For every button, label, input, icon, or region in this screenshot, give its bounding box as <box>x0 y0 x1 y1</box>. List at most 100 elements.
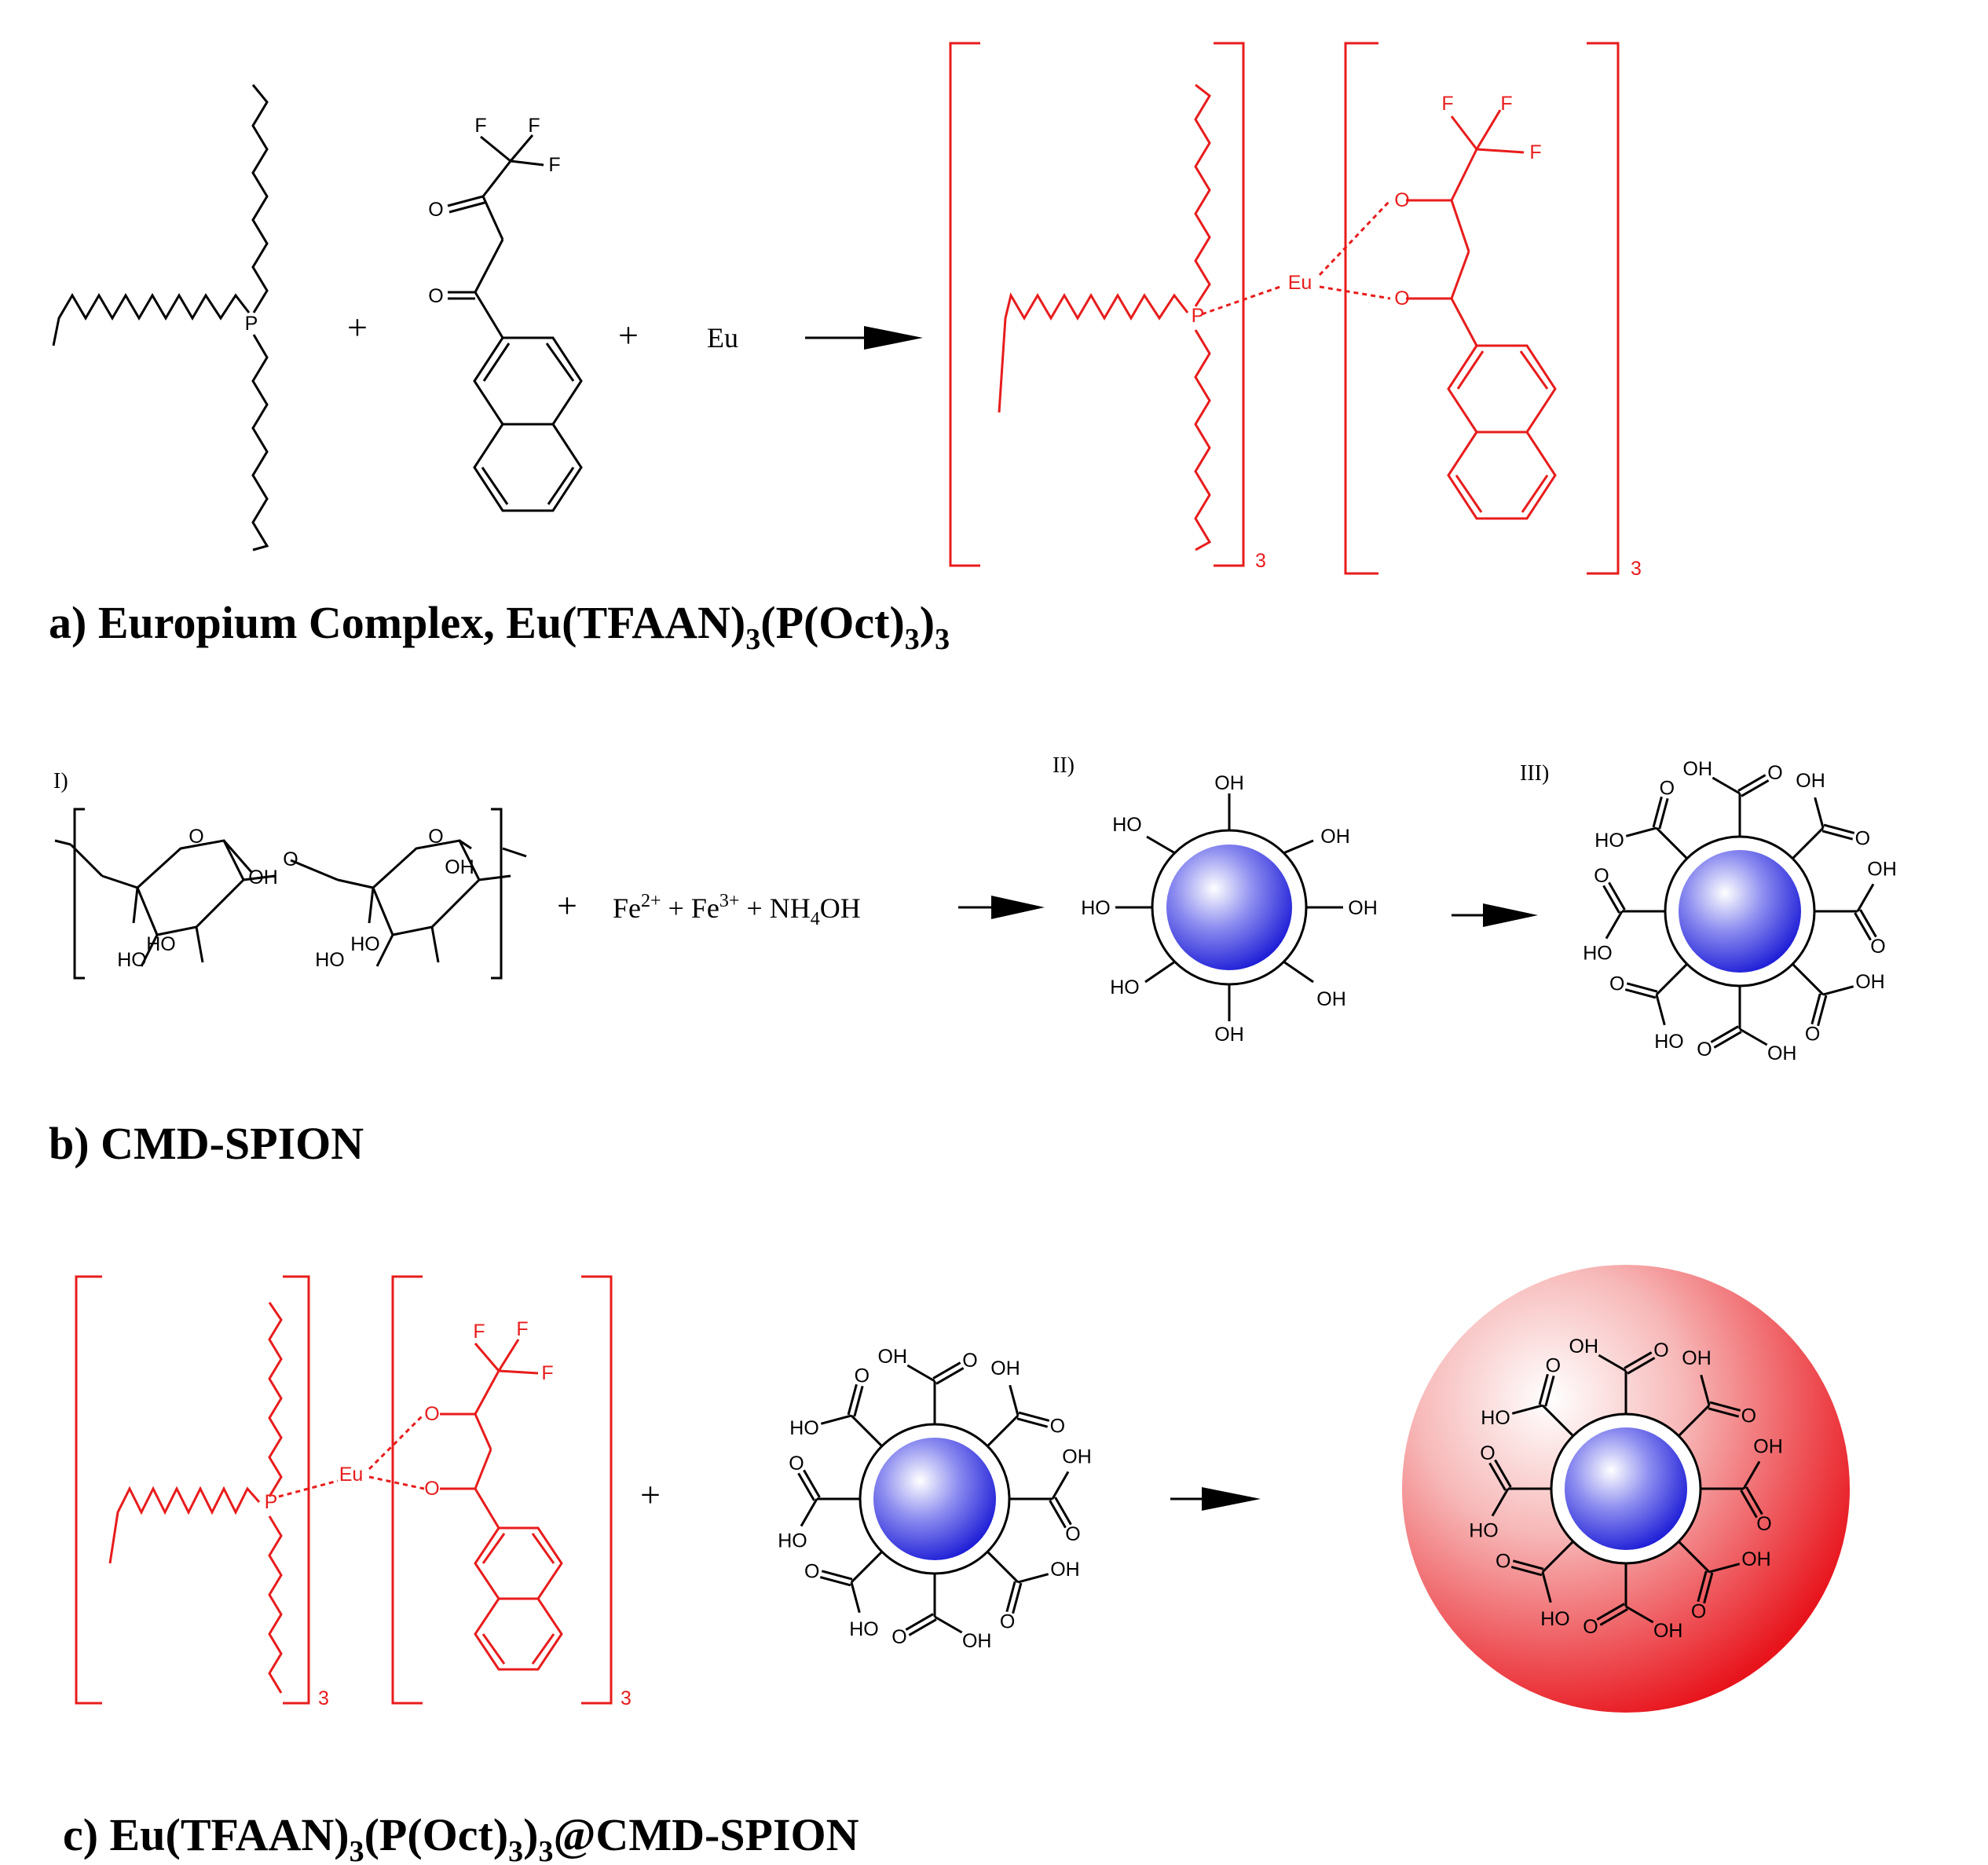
carbonyl-bond <box>1005 1581 1016 1613</box>
hydroxyl-bond <box>1009 1384 1020 1416</box>
stoichiometry-subscript: 3 <box>621 1687 632 1709</box>
oxygen-atom-label: O <box>1609 973 1624 995</box>
fluorine-atom-label: F <box>474 115 486 137</box>
carbonyl-bond <box>935 1367 965 1385</box>
hydroxyl-label: HO <box>315 949 345 971</box>
reaction-arrow <box>805 326 923 350</box>
europium-atom-label: Eu <box>339 1464 364 1486</box>
iron-oxide-core <box>873 1438 996 1560</box>
reaction-arrow <box>1170 1487 1261 1511</box>
carbonyl-bond <box>1854 912 1872 941</box>
hydroxyl-label: HO <box>849 1618 879 1640</box>
oxygen-atom-label: O <box>1855 827 1870 849</box>
hydroxyl-bond <box>906 1364 935 1383</box>
oxygen-atom-label: O <box>424 1403 439 1425</box>
carbonyl-bond <box>803 1469 821 1498</box>
carbonyl-bond <box>1596 1603 1625 1621</box>
caption-c: c) Eu(TFAAN)3(P(Oct)3)3@CMD-SPION <box>63 1809 859 1865</box>
hydroxyl-bond <box>1739 1028 1768 1046</box>
carbonyl-bond <box>1510 1566 1543 1577</box>
carbonyl-bond <box>1608 881 1626 911</box>
hydroxyl-label: OH <box>1050 1559 1080 1581</box>
step-label-II: II) <box>1053 753 1075 778</box>
carbonyl-bond <box>853 1385 864 1417</box>
oxygen-atom-label: O <box>1050 1415 1065 1437</box>
stoichiometry-subscript: 3 <box>318 1687 329 1709</box>
hydroxyl-label: HO <box>789 1417 819 1439</box>
stoichiometry-subscript: 3 <box>1631 558 1642 580</box>
oxygen-atom-label: O <box>1583 1616 1598 1638</box>
linker-bond <box>1655 963 1688 996</box>
hydroxyl-bond <box>1491 1488 1510 1517</box>
oxygen-atom-label: O <box>1480 1442 1495 1464</box>
oxygen-atom-label: O <box>855 1365 870 1387</box>
stoichiometry-subscript: 3 <box>1255 550 1266 572</box>
dextran-repeat-unit <box>54 808 527 980</box>
oxygen-atom-label: O <box>283 848 298 870</box>
oxygen-atom-label: O <box>1065 1523 1080 1545</box>
linker-bond <box>850 1551 883 1584</box>
hydroxyl-label: OH <box>445 856 474 878</box>
carbonyl-bond <box>1512 1559 1544 1570</box>
europium-reagent: Eu <box>707 322 738 354</box>
carbonyl-bond <box>1823 823 1855 834</box>
hydroxyl-label: HO <box>1469 1520 1499 1542</box>
carbonyl-bond <box>1713 1031 1742 1049</box>
hydroxyl-bond <box>820 1414 852 1425</box>
oxygen-atom-label: O <box>428 826 443 848</box>
oxygen-atom-label: O <box>1496 1551 1510 1573</box>
caption-b: b) CMD-SPION <box>49 1118 364 1169</box>
hydroxyl-bond <box>1708 1563 1741 1574</box>
hydroxyl-bond <box>1605 911 1624 940</box>
oxygen-atom-label: O <box>1691 1600 1706 1622</box>
carbonyl-bond <box>908 1618 937 1636</box>
hydroxyl-label: OH <box>1214 1024 1244 1046</box>
hydroxyl-bond <box>800 1498 818 1527</box>
oxygen-atom-label: O <box>1394 288 1409 310</box>
phosphorus-atom-label: P <box>1192 305 1205 327</box>
carbonyl-bond <box>1658 797 1669 830</box>
europium-complex-product <box>949 42 1620 575</box>
fluorine-atom-label: F <box>528 115 540 137</box>
carbonyl-bond <box>1016 1417 1049 1428</box>
oxygen-atom-label: O <box>804 1561 819 1583</box>
fluorine-atom-label: F <box>516 1318 528 1340</box>
iron-oxide-core <box>1679 850 1801 973</box>
carbonyl-bond <box>1737 774 1767 792</box>
carbonyl-bond <box>1741 779 1770 797</box>
linker-bond <box>987 1551 1020 1584</box>
hydroxyl-label: OH <box>1753 1435 1783 1457</box>
hydroxyl-bond <box>1822 985 1854 996</box>
carbonyl-bond <box>1859 909 1877 938</box>
oxygen-atom-label: O <box>1767 762 1782 784</box>
oxygen-atom-label: O <box>1741 1405 1756 1427</box>
fluorine-atom-label: F <box>1529 141 1541 163</box>
oxygen-atom-label: O <box>789 1453 804 1475</box>
linker-bond <box>1792 963 1825 996</box>
hydroxyl-label: OH <box>1062 1445 1092 1467</box>
hydroxyl-label: OH <box>1320 826 1350 848</box>
carbonyl-bond <box>932 1361 961 1380</box>
carbonyl-bond <box>819 1576 851 1587</box>
oxygen-atom-label: O <box>424 1478 439 1500</box>
hydroxyl-bond <box>1655 994 1666 1026</box>
hydroxyl-bond <box>1742 1460 1761 1489</box>
plus-sign: + <box>557 885 577 925</box>
oxygen-atom-label: O <box>428 199 443 221</box>
oxygen-atom-label: O <box>189 826 203 848</box>
linker-bond <box>1678 1404 1711 1437</box>
oxygen-atom-label: O <box>1870 936 1885 958</box>
hydroxyl-label: OH <box>990 1358 1020 1380</box>
hydroxyl-label: HO <box>1110 976 1140 998</box>
hydroxyl-bond <box>1625 1605 1654 1624</box>
hydroxyl-label: OH <box>1741 1548 1771 1570</box>
carbonyl-bond <box>1494 1459 1512 1488</box>
carbonyl-bond <box>1703 1572 1714 1604</box>
hydroxyl-label: OH <box>1683 758 1713 780</box>
oxygen-atom-label: O <box>1394 189 1409 211</box>
